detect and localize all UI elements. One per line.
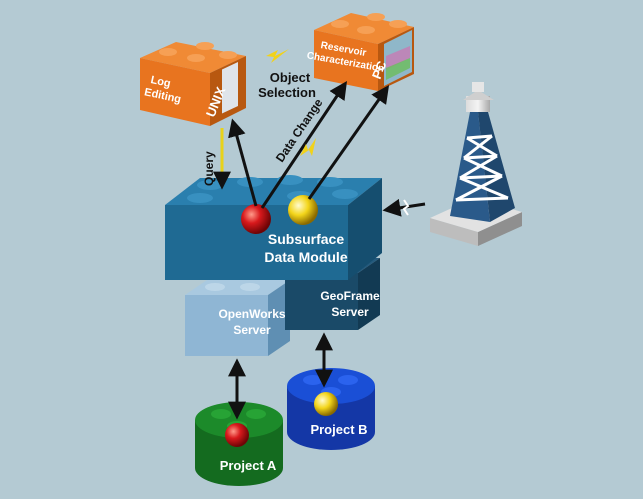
- wireless-signal-icon: [402, 199, 410, 216]
- unix-log-thumbnail: [222, 62, 238, 114]
- arrow-subsurface-to-log-editing: [228, 118, 258, 207]
- oil-derrick-icon: [430, 82, 522, 246]
- openworks-server-block: OpenWorks Server: [185, 280, 290, 356]
- arrow-red-to-reservoir: [260, 81, 348, 209]
- project-a-red-ball: [225, 423, 249, 447]
- project-b-label: Project B: [310, 422, 367, 437]
- geoframe-label-line2: Server: [331, 305, 369, 319]
- openworks-label-line1: OpenWorks: [218, 307, 285, 321]
- log-editing-unix-block: Log Editing UNIX: [140, 42, 246, 126]
- object-selection-line1: Object: [270, 70, 311, 85]
- object-selection-line2: Selection: [258, 85, 316, 100]
- flow-arrows: [213, 81, 426, 420]
- log-editing-label-line1: Log: [150, 74, 172, 90]
- subsurface-label-line1: Subsurface: [268, 231, 344, 247]
- project-a-cylinder: Project A: [195, 402, 283, 486]
- lightning-bolt-icon: [300, 138, 316, 156]
- subsurface-red-ball: [241, 204, 271, 234]
- project-b-yellow-ball: [314, 392, 338, 416]
- lightning-bolt-icon: [266, 49, 289, 63]
- query-label: Query: [202, 151, 216, 186]
- subsurface-label-line2: Data Module: [264, 249, 347, 265]
- reservoir-pc-block: Reservoir Characterization PC: [306, 13, 414, 91]
- subsurface-yellow-ball: [288, 195, 318, 225]
- openworks-label-line2: Server: [233, 323, 271, 337]
- project-b-cylinder: Project B: [287, 368, 375, 450]
- pc-platform-label: PC: [369, 58, 390, 81]
- project-a-label: Project A: [220, 458, 277, 473]
- subsurface-data-module-block: Subsurface Data Module: [165, 175, 382, 280]
- arrow-yellow-to-reservoir: [307, 85, 390, 200]
- geoframe-label-line1: GeoFrame: [320, 289, 380, 303]
